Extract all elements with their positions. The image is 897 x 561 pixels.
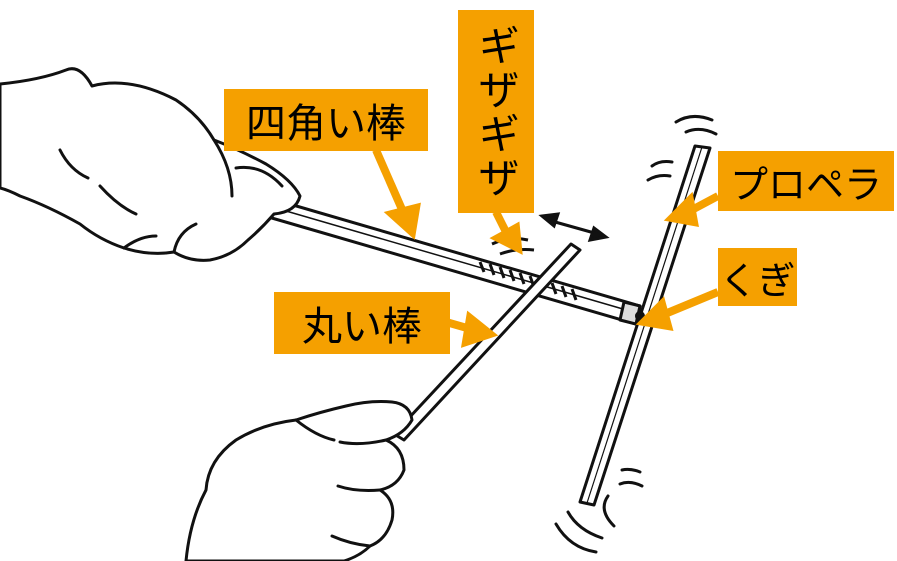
label-propeller: プロペラ — [718, 151, 894, 211]
callout-arrows — [372, 148, 720, 348]
zigzag-notches — [478, 261, 578, 301]
double-arrow-icon — [491, 212, 610, 256]
left-hand-icon — [0, 67, 302, 262]
label-zigzag: ギザギザ — [458, 10, 534, 213]
motion-lines — [554, 115, 718, 554]
right-hand-icon — [184, 400, 414, 561]
label-square-stick: 四角い棒 — [224, 89, 428, 151]
round-stick — [392, 242, 582, 442]
label-nail: くぎ — [718, 248, 797, 306]
label-round-stick: 丸い棒 — [274, 292, 450, 354]
